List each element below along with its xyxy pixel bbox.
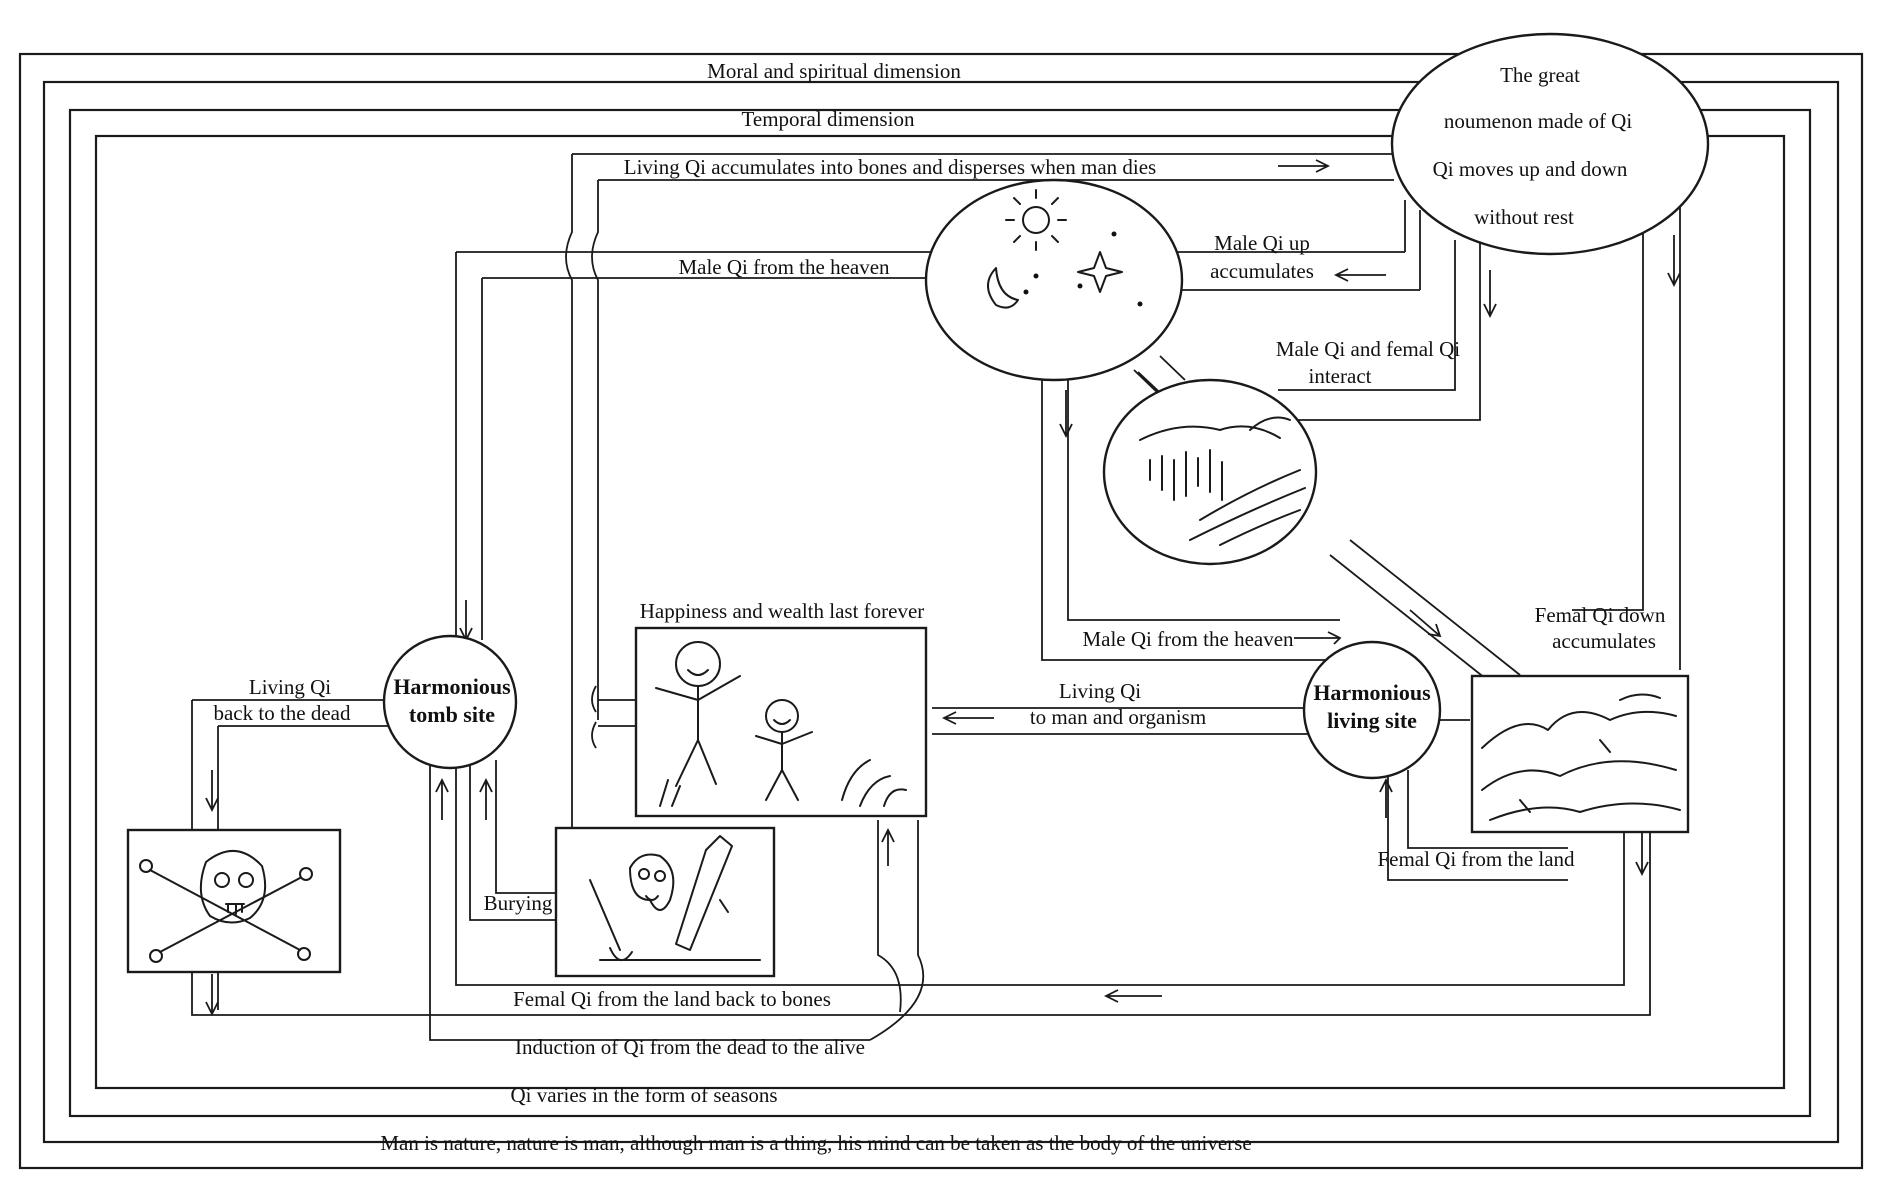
label-happiness: Happiness and wealth last forever [640,599,925,623]
arrows [205,159,1681,1017]
noumenon-line-4: without rest [1474,205,1574,229]
moon-icon [987,267,1019,309]
noumenon-node [1390,32,1710,256]
label-seasons: Qi varies in the form of seasons [510,1083,777,1107]
label-femal-down-2: accumulates [1552,629,1656,653]
label-man-nature: Man is nature, nature is man, although m… [380,1131,1251,1155]
living-line-2: living site [1327,708,1417,733]
mountain-landscape-sketch [1481,693,1681,821]
outer-frames [18,52,1864,1170]
grave-sketch [589,835,761,961]
heaven-node [924,178,1184,382]
label-femal-down-1: Femal Qi down [1535,603,1666,627]
label-burying: Burying [484,891,553,915]
noumenon-line-2: noumenon made of Qi [1444,109,1633,133]
label-male-qi-heaven-bottom: Male Qi from the heaven [1082,627,1294,651]
family-picture [634,626,928,818]
label-living-qi-man-2: to man and organism [1030,705,1206,729]
label-femal-land: Femal Qi from the land [1377,847,1575,871]
sketch-art [139,189,1681,963]
sun-icon [1005,189,1067,251]
skull-crossbones-sketch [139,849,313,963]
landscape-picture [1470,674,1690,834]
label-living-qi-man-1: Living Qi [1059,679,1141,703]
living-site-node [1302,640,1442,780]
label-interact-1: Male Qi and femal Qi [1276,337,1460,361]
tomb-site-node [382,634,518,770]
noumenon-line-1: The great [1500,63,1580,87]
label-male-qi-up-2: accumulates [1210,259,1314,283]
label-femal-bones: Femal Qi from the land back to bones [513,987,831,1011]
label-male-qi-heaven-top: Male Qi from the heaven [678,255,890,279]
tomb-line-1: Harmonious [393,674,511,699]
label-temporal: Temporal dimension [742,107,915,131]
qi-channels [191,153,1681,1041]
label-living-qi-bones: Living Qi accumulates into bones and dis… [624,155,1156,179]
rain-wind-sketch [1139,416,1306,546]
label-living-qi-dead-1: Living Qi [249,675,331,699]
diagram-labels: Moral and spiritual dimension Temporal d… [213,59,1665,1155]
living-line-1: Harmonious [1313,680,1431,705]
label-induction: Induction of Qi from the dead to the ali… [515,1035,865,1059]
star-icon [1077,251,1123,293]
label-male-qi-up-1: Male Qi up [1214,231,1310,255]
label-living-qi-dead-2: back to the dead [213,701,351,725]
noumenon-line-3: Qi moves up and down [1433,157,1628,181]
label-moral: Moral and spiritual dimension [707,59,961,83]
tomb-line-2: tomb site [409,702,495,727]
label-interact-2: interact [1309,364,1372,388]
grave-picture [554,826,776,978]
family-sketch [655,641,907,807]
